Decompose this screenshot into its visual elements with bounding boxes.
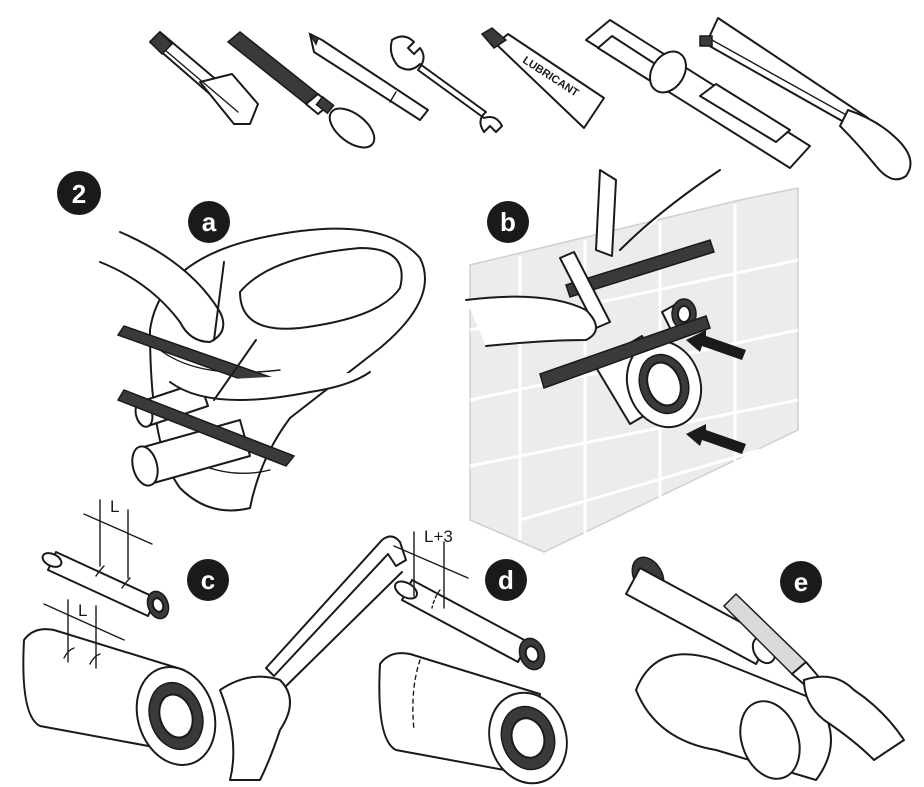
utility-knife-icon [148,30,259,125]
dimension-lower-label: L [78,601,87,620]
measuring-rulers [116,325,296,467]
lubricant-tube-icon: LUBRICANT [480,27,605,129]
panel-b: b [465,169,799,553]
large-fitting-e [635,653,832,781]
hand-with-pencil-b [465,169,721,347]
large-fitting [22,628,217,766]
large-fitting-d [378,652,568,785]
panel-c: L L c [22,497,229,766]
hacksaw-cutting [219,535,407,781]
pipe-being-filed [625,556,777,665]
panel-c-badge: c [201,565,215,595]
hand-holding-file [803,675,905,761]
file-tool-e [722,592,819,687]
spirit-level-icon [585,19,811,169]
hand-with-pencil [99,231,371,401]
measuring-rulers-b [539,239,715,389]
panel-e: e [625,556,905,781]
small-pipe [41,551,170,620]
step-badge: 2 [57,171,101,215]
dimension-lower: L [43,599,125,669]
panel-d-badge: d [498,565,514,595]
panel-e-badge: e [794,567,808,597]
file-icon [226,31,376,149]
panel-d: L+3 d [378,527,568,785]
step-number: 2 [72,179,86,209]
panel-b-badge: b [500,207,516,237]
wrench-icon [389,35,503,133]
tools-row: LUBRICANT [148,17,912,181]
dimension-upper-label: L [110,497,119,516]
panel-a: a [99,201,426,512]
pencil-icon [308,32,429,121]
dimension-upper: L [83,497,153,579]
push-arrows [686,330,746,454]
small-pipe-d [394,579,546,671]
dimension-d: L+3 [393,527,469,609]
panel-a-badge: a [202,207,217,237]
hacksaw-icon [699,17,912,181]
dimension-d-label: L+3 [424,527,453,546]
